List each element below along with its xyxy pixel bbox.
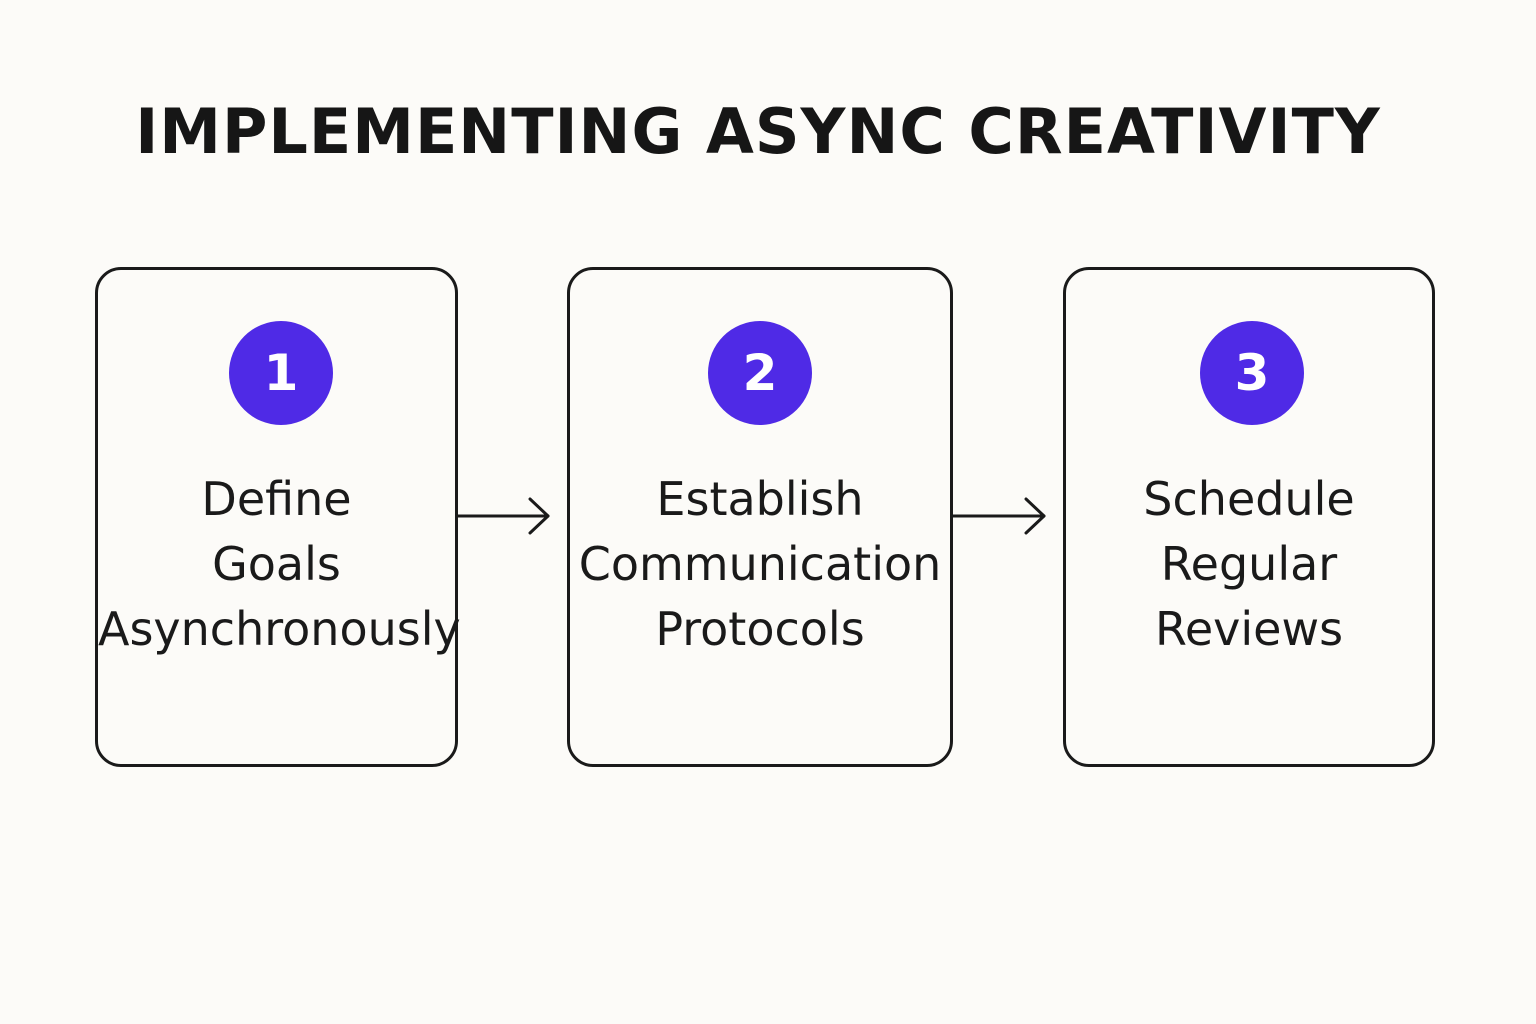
step-label: Establish Communication Protocols	[570, 467, 950, 662]
step-label: Schedule Regular Reviews	[1066, 467, 1432, 662]
step-label-line: Regular	[1160, 537, 1338, 591]
step-card-2: 2 Establish Communication Protocols	[567, 267, 953, 767]
step-label-line: Reviews	[1154, 602, 1344, 656]
step-label-line: Communication	[578, 537, 942, 591]
step-label-line: Establish	[656, 472, 864, 526]
step-label-line: Asynchronously	[98, 602, 461, 656]
diagram-title: IMPLEMENTING ASYNC CREATIVITY	[135, 95, 1381, 168]
step-label-line: Define	[201, 472, 352, 526]
step-label-line: Protocols	[655, 602, 865, 656]
step-card-1: 1 Define Goals Asynchronously	[95, 267, 461, 767]
step-label: Define Goals Asynchronously	[98, 467, 461, 662]
step-card-3: 3 Schedule Regular Reviews	[1063, 267, 1435, 767]
step-number-badge: 1	[229, 321, 333, 425]
arrow-right-icon	[458, 497, 550, 535]
step-label-line: Schedule	[1143, 472, 1355, 526]
step-label-line: Goals	[212, 537, 341, 591]
step-number-badge: 3	[1200, 321, 1304, 425]
step-number-badge: 2	[708, 321, 812, 425]
arrow-right-icon	[953, 497, 1046, 535]
